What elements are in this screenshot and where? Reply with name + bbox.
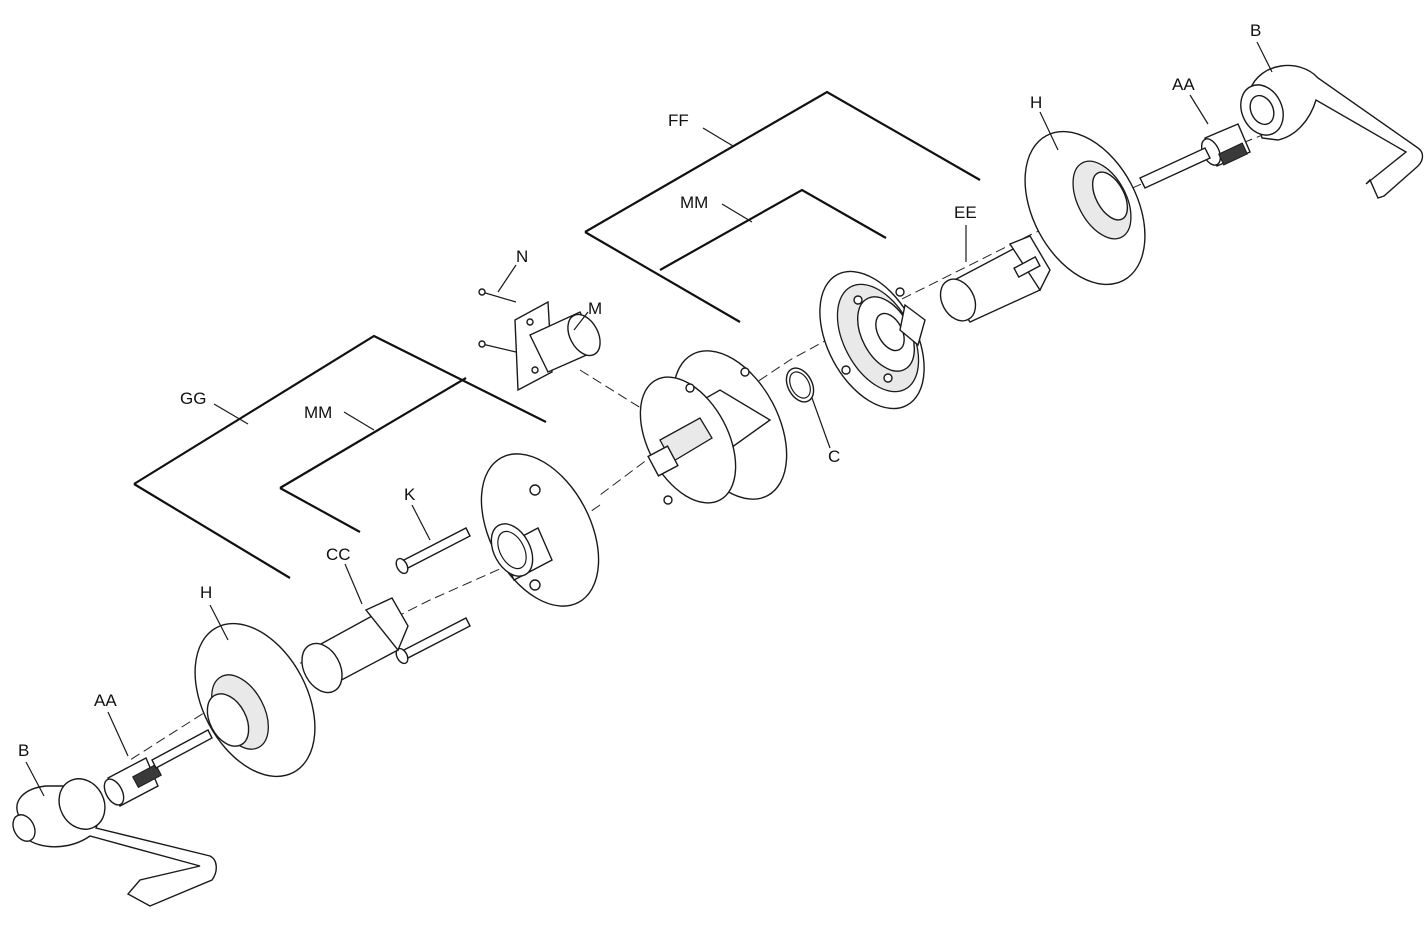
label-h-right: H bbox=[1030, 93, 1042, 112]
bracket-ff bbox=[584, 90, 981, 323]
label-c: C bbox=[828, 447, 840, 466]
spindle-cc bbox=[301, 597, 409, 694]
label-h-left: H bbox=[200, 583, 212, 602]
rose-right bbox=[1024, 130, 1146, 286]
thru-bolts bbox=[395, 527, 471, 665]
label-mm-lower: MM bbox=[304, 403, 332, 422]
label-aa-right: AA bbox=[1172, 75, 1195, 94]
label-ee: EE bbox=[954, 203, 977, 222]
label-mm-upper: MM bbox=[680, 193, 708, 212]
latch-assembly bbox=[478, 288, 601, 392]
label-n: N bbox=[516, 247, 528, 266]
retaining-ring bbox=[785, 367, 815, 403]
bracket-gg bbox=[133, 334, 547, 579]
chassis bbox=[639, 350, 788, 505]
label-b-right: B bbox=[1250, 21, 1261, 40]
label-b-left: B bbox=[18, 741, 29, 760]
lever-right bbox=[1240, 64, 1424, 199]
label-cc: CC bbox=[326, 545, 351, 564]
lever-left bbox=[12, 778, 217, 907]
cylinder-left bbox=[103, 729, 213, 807]
rose-left bbox=[194, 622, 316, 778]
mounting-plate-right bbox=[819, 270, 926, 410]
outside-plate bbox=[480, 453, 600, 607]
callout-labels: B AA H FF MM EE N M C GG MM K CC H AA B bbox=[18, 21, 1261, 760]
label-m: M bbox=[588, 299, 602, 318]
cylinder-right bbox=[1139, 123, 1251, 189]
label-k: K bbox=[404, 485, 416, 504]
spindle-ee bbox=[939, 235, 1051, 323]
label-aa-left: AA bbox=[94, 691, 117, 710]
label-ff: FF bbox=[668, 111, 689, 130]
label-gg: GG bbox=[180, 389, 206, 408]
leader-lines bbox=[25, 41, 1273, 797]
